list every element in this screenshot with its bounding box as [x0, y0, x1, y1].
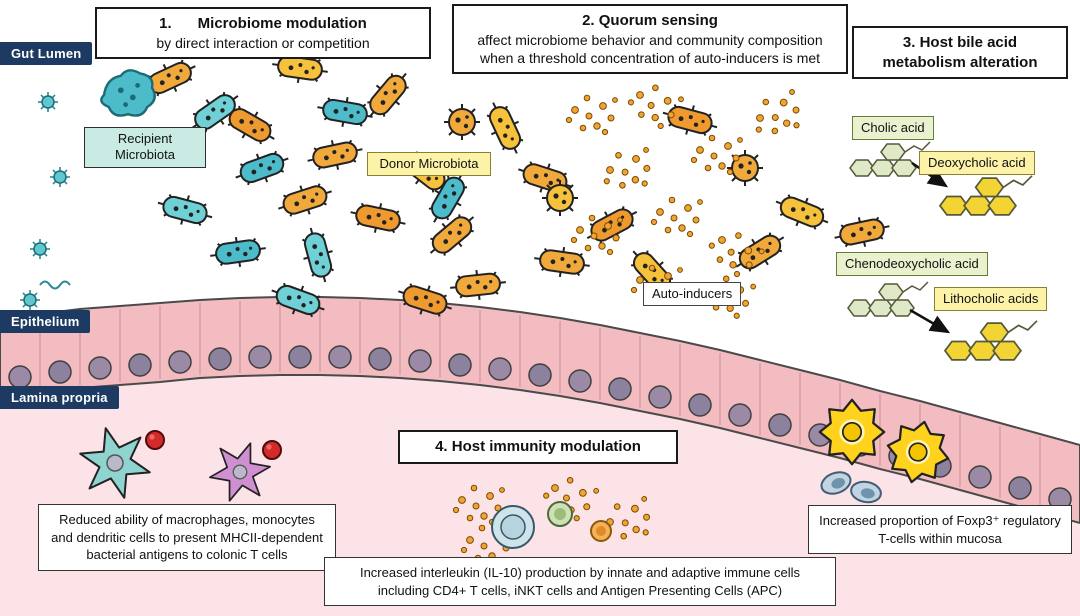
gut-lumen-label: Gut Lumen: [0, 42, 93, 65]
mechanism-1-box: 1. Microbiome modulation by direct intera…: [95, 7, 431, 59]
mechanism-4-box: 4. Host immunity modulation: [398, 430, 678, 464]
auto-inducers-tag: Auto-inducers: [643, 282, 742, 307]
mechanism-3-title: 3. Host bile acid metabolism alteration: [882, 34, 1038, 71]
deoxycholic-acid-tag: Deoxycholic acid: [919, 151, 1035, 176]
lithocholic-acid-structure: [944, 319, 1038, 361]
il10-note: Increased interleukin (IL-10) production…: [324, 557, 836, 607]
mechanism-1-number: 1.: [159, 15, 172, 32]
cholic-acid-structure: [849, 141, 931, 177]
mechanism-4-title: 4. Host immunity modulation: [435, 438, 641, 455]
lamina-propria-label: Lamina propria: [0, 386, 119, 409]
mechanism-2-title: 2. Quorum sensing: [582, 12, 718, 29]
donor-bacteria-rod-icons: [137, 48, 894, 324]
lithocholic-acids-tag: Lithocholic acids: [934, 287, 1048, 312]
chenodeoxycholic-acid-structure: [847, 281, 929, 317]
mechanism-2-body: affect microbiome behavior and community…: [477, 31, 823, 66]
mechanism-3-box: 3. Host bile acid metabolism alteration: [852, 26, 1068, 79]
cholic-acid-tag: Cholic acid: [852, 116, 934, 141]
mechanism-1-title-text: Microbiome modulation: [197, 15, 367, 32]
mechanism-1-title: 1. Microbiome modulation: [107, 14, 419, 34]
deoxycholic-acid-structure: [939, 174, 1033, 216]
recipient-microbiota-tag: Recipient Microbiota: [84, 127, 206, 168]
chenodeoxycholic-acid-tag: Chenodeoxycholic acid: [836, 252, 988, 277]
epithelium-label: Epithelium: [0, 310, 91, 333]
antigen-presentation-note: Reduced ability of macrophages, monocyte…: [38, 504, 336, 571]
immune-cell-cluster: [452, 470, 659, 566]
chenodeoxycholic-to-lithocholic-arrow: [909, 308, 951, 334]
mechanism-1-body: by direct interaction or competition: [156, 34, 370, 51]
mechanism-2-box: 2. Quorum sensing affect microbiome beha…: [452, 4, 848, 74]
donor-microbiota-tag: Donor Microbiota: [367, 152, 491, 177]
recipient-bacteria-icons: [19, 69, 476, 325]
foxp3-note: Increased proportion of Foxp3⁺ regulator…: [808, 505, 1072, 555]
